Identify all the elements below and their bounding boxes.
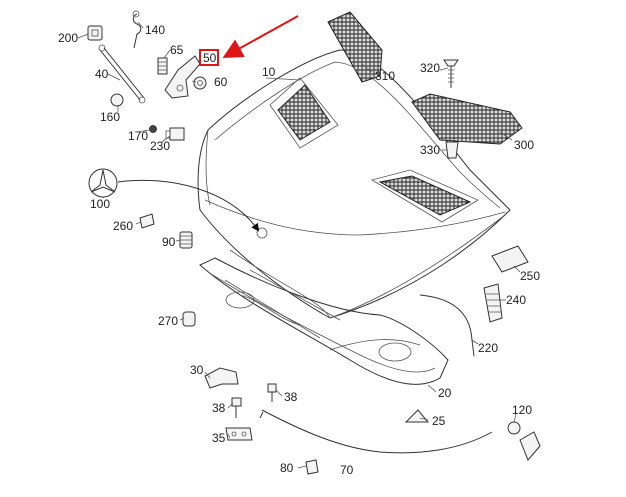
label-260: 260	[113, 219, 133, 233]
part-160-grommet	[110, 93, 124, 107]
label-310: 310	[375, 69, 395, 83]
leader-lines	[77, 21, 521, 469]
label-25: 25	[432, 414, 446, 428]
label-120: 120	[512, 403, 532, 417]
label-300: 300	[514, 138, 534, 152]
part-70-cable	[259, 409, 493, 454]
part-200-clip	[87, 25, 103, 41]
highlight-callout	[199, 15, 299, 66]
part-170-clip	[149, 125, 157, 133]
label-90: 90	[162, 235, 176, 249]
part-90-bumper	[179, 231, 193, 249]
part-40-rod	[98, 44, 146, 104]
label-240: 240	[506, 293, 526, 307]
part-250-pad	[491, 245, 529, 273]
emblem-arrow	[117, 179, 260, 232]
label-220: 220	[478, 341, 498, 355]
label-10: 10	[262, 65, 276, 79]
vent-grille-300	[411, 93, 523, 145]
label-230: 230	[150, 139, 170, 153]
label-330: 330	[420, 143, 440, 157]
hood-liner	[199, 257, 449, 385]
label-80: 80	[280, 461, 294, 475]
label-270: 270	[158, 314, 178, 328]
label-65: 65	[170, 43, 184, 57]
label-30: 30	[190, 363, 204, 377]
part-140-spring	[132, 10, 142, 49]
part-270-bumper	[182, 311, 196, 327]
label-38-left: 38	[212, 401, 226, 415]
label-35: 35	[212, 431, 226, 445]
part-38-screw-b	[231, 397, 242, 418]
part-260-cap	[139, 213, 155, 229]
part-240-seal	[483, 283, 503, 323]
part-100-emblem	[88, 168, 118, 198]
part-38-screw-a	[267, 383, 277, 402]
part-80-clip	[305, 459, 319, 475]
label-170: 170	[128, 129, 148, 143]
label-38-right: 38	[284, 390, 298, 404]
label-100: 100	[90, 197, 110, 211]
part-320-screw	[443, 59, 459, 88]
part-330-clip	[445, 141, 459, 159]
part-65-bolt	[157, 57, 168, 75]
part-35-bracket	[225, 427, 253, 441]
part-230-bolt	[165, 127, 185, 141]
highlight-box	[199, 49, 219, 66]
label-20: 20	[438, 386, 452, 400]
label-140: 140	[145, 23, 165, 37]
part-220-seal-strip	[419, 294, 475, 357]
part-30-latch	[204, 367, 239, 389]
label-60: 60	[214, 75, 228, 89]
label-160: 160	[100, 110, 120, 124]
part-labels: 200 140 65 50 60 10 310 320 40 160 170 2…	[58, 23, 540, 477]
label-320: 320	[420, 61, 440, 75]
part-120-handle	[507, 421, 541, 461]
label-200: 200	[58, 31, 78, 45]
label-50: 50	[203, 51, 217, 65]
part-60-nut	[193, 76, 207, 90]
part-25-grommet	[404, 409, 430, 423]
vent-grille-310	[327, 11, 383, 83]
label-70: 70	[340, 463, 354, 477]
hood-panel	[197, 49, 511, 319]
label-40: 40	[95, 67, 109, 81]
part-50-hinge	[164, 55, 201, 99]
red-arrow	[222, 15, 299, 58]
label-250: 250	[520, 269, 540, 283]
